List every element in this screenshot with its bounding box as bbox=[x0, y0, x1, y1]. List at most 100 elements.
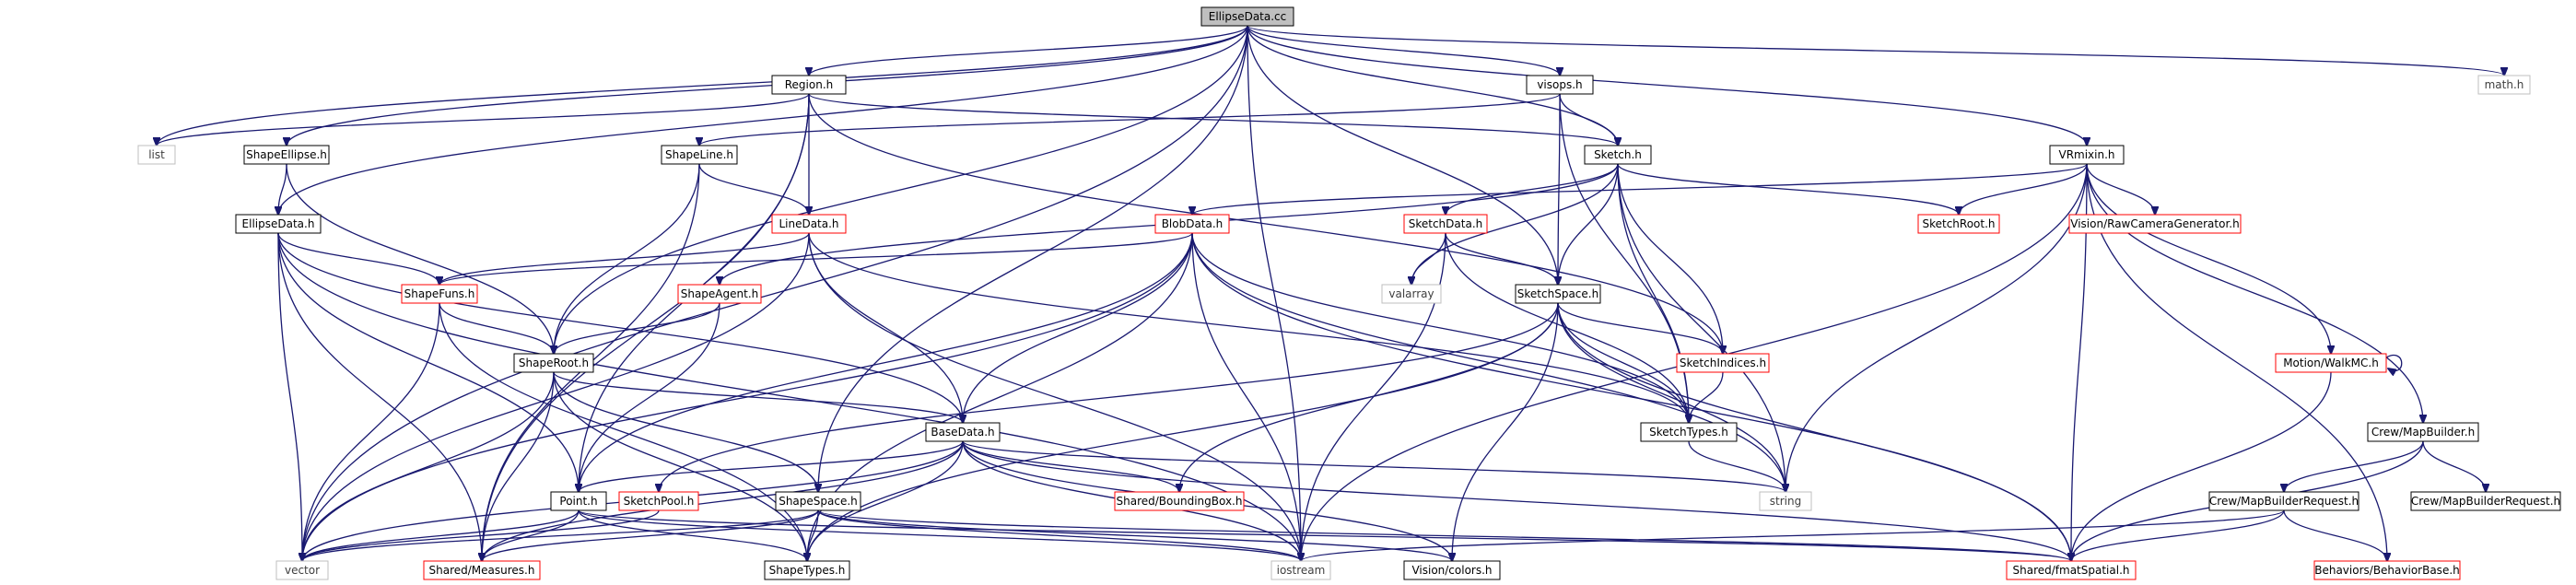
edge-sketchdata-h-to-sketchspace-h bbox=[1445, 232, 1558, 285]
node-box bbox=[423, 560, 541, 580]
node-shapeline-h[interactable]: ShapeLine.h bbox=[661, 145, 738, 165]
edge-vrmixin-h-to-crew-mapbuilder-h bbox=[2086, 163, 2423, 423]
edge-shapespace-h-to-shapetypes-h bbox=[807, 509, 819, 561]
node-label: iostream bbox=[1277, 564, 1326, 577]
edge-shapeagent-h-to-shaperoot-h bbox=[554, 302, 720, 354]
node-label: ShapeTypes.h bbox=[769, 564, 846, 577]
node-shapeagent-h[interactable]: ShapeAgent.h bbox=[677, 284, 762, 304]
node-label: Point.h bbox=[559, 495, 597, 508]
node-label: ShapeAgent.h bbox=[681, 287, 759, 300]
edge-blobdata-h-to-shapefuns-h bbox=[439, 232, 1193, 285]
edge-shapeagent-h-to-point-h bbox=[579, 302, 720, 492]
edge-vrmixin-h-to-string bbox=[1786, 163, 2088, 492]
node-iostream: iostream bbox=[1270, 560, 1331, 580]
node-sketchroot-h[interactable]: SketchRoot.h bbox=[1917, 214, 2000, 234]
edge-point-h-to-iostream bbox=[578, 509, 1301, 561]
node-visops-h[interactable]: visops.h bbox=[1526, 75, 1594, 95]
node-box bbox=[401, 284, 478, 304]
edge-sketchindices-h-to-sketchtypes-h bbox=[1689, 371, 1724, 423]
node-shapeellipse-h[interactable]: ShapeEllipse.h bbox=[243, 145, 330, 165]
node-box bbox=[1154, 214, 1230, 234]
edge-shaperoot-h-to-shapespace-h bbox=[553, 371, 818, 492]
node-sketchspace-h[interactable]: SketchSpace.h bbox=[1515, 284, 1601, 304]
node-box bbox=[764, 560, 850, 580]
edge-sketchdata-h-to-iostream bbox=[1301, 232, 1446, 561]
edge-visops-h-to-shapeline-h bbox=[699, 93, 1561, 146]
edge-basedata-h-to-shared-measures-h bbox=[482, 440, 964, 561]
node-box bbox=[243, 145, 330, 165]
node-vrmixin-h[interactable]: VRmixin.h bbox=[2049, 145, 2125, 165]
node-basedata-h[interactable]: BaseData.h bbox=[925, 422, 1001, 442]
edge-ellipsedata-cc-to-shaperoot-h bbox=[554, 25, 1248, 354]
node-shared-fmatspatial-h[interactable]: Shared/fmatSpatial.h bbox=[2006, 560, 2137, 580]
node-point-h[interactable]: Point.h bbox=[550, 491, 607, 511]
node-label: BaseData.h bbox=[931, 426, 994, 439]
node-box bbox=[235, 214, 322, 234]
node-box bbox=[513, 353, 594, 373]
node-label: SketchSpace.h bbox=[1517, 287, 1598, 300]
node-crew-mapbuilderrequest-h[interactable]: Crew/MapBuilderRequest.h bbox=[2208, 491, 2359, 511]
node-behaviors-behaviorbase-h[interactable]: Behaviors/BehaviorBase.h bbox=[2313, 560, 2461, 580]
node-sketchpool-h[interactable]: SketchPool.h bbox=[618, 491, 699, 511]
edge-sketchpool-h-to-vector bbox=[302, 509, 660, 561]
node-linedata-h[interactable]: LineData.h bbox=[771, 214, 847, 234]
node-vector: vector bbox=[275, 560, 329, 580]
node-crew-mapbuilderrequest-h[interactable]: Crew/MapBuilderRequest.h bbox=[2410, 491, 2561, 511]
edge-shaperoot-h-to-basedata-h bbox=[553, 371, 963, 423]
node-box bbox=[771, 214, 847, 234]
node-box bbox=[2367, 422, 2479, 442]
node-label: LineData.h bbox=[779, 217, 838, 230]
edge-linedata-h-to-iostream bbox=[808, 232, 1301, 561]
node-ellipsedata-h[interactable]: EllipseData.h bbox=[235, 214, 322, 234]
node-box bbox=[2068, 214, 2242, 234]
edge-blobdata-h-to-iostream bbox=[1191, 232, 1301, 561]
node-vision-colors-h[interactable]: Vision/colors.h bbox=[1403, 560, 1501, 580]
node-sketchdata-h[interactable]: SketchData.h bbox=[1403, 214, 1488, 234]
edge-shaperoot-h-to-shapetypes-h bbox=[553, 371, 807, 561]
edge-ellipsedata-h-to-basedata-h bbox=[277, 232, 963, 423]
node-label: vector bbox=[285, 564, 320, 577]
edge-vrmixin-h-to-behaviors-behaviorbase-h bbox=[2086, 163, 2387, 561]
edge-point-h-to-vector bbox=[302, 509, 580, 561]
node-label: Shared/BoundingBox.h bbox=[1117, 495, 1243, 508]
node-box bbox=[1917, 214, 2000, 234]
node-sketch-h[interactable]: Sketch.h bbox=[1584, 145, 1652, 165]
edge-sketchspace-h-to-sketchtypes-h bbox=[1557, 302, 1689, 423]
node-crew-mapbuilder-h[interactable]: Crew/MapBuilder.h bbox=[2367, 422, 2479, 442]
node-shapefuns-h[interactable]: ShapeFuns.h bbox=[401, 284, 478, 304]
node-box bbox=[2208, 491, 2359, 511]
node-box bbox=[1515, 284, 1601, 304]
node-blobdata-h[interactable]: BlobData.h bbox=[1154, 214, 1230, 234]
node-shared-measures-h[interactable]: Shared/Measures.h bbox=[423, 560, 541, 580]
edge-shapefuns-h-to-vector bbox=[302, 302, 440, 561]
edge-vrmixin-h-to-sketchroot-h bbox=[1959, 163, 2088, 215]
node-box bbox=[137, 145, 176, 165]
node-shaperoot-h[interactable]: ShapeRoot.h bbox=[513, 353, 594, 373]
edge-ellipsedata-cc-to-math-h bbox=[1247, 25, 2504, 76]
node-shapespace-h[interactable]: ShapeSpace.h bbox=[775, 491, 861, 511]
edge-layer bbox=[157, 25, 2504, 561]
node-sketchindices-h[interactable]: SketchIndices.h bbox=[1676, 353, 1770, 373]
node-ellipsedata-cc[interactable]: EllipseData.cc bbox=[1200, 6, 1294, 27]
node-shapetypes-h[interactable]: ShapeTypes.h bbox=[764, 560, 850, 580]
edge-crew-mapbuilderrequest-h-to-behaviors-behaviorbase-h bbox=[2283, 509, 2387, 561]
node-box bbox=[1381, 284, 1442, 304]
edge-ellipsedata-cc-to-vector bbox=[302, 25, 1248, 561]
node-box bbox=[1200, 6, 1294, 27]
edge-visops-h-to-sketchspace-h bbox=[1558, 93, 1560, 285]
node-label: Region.h bbox=[785, 78, 834, 91]
edge-shapespace-h-to-shared-fmatspatial-h bbox=[817, 509, 2071, 561]
node-shared-boundingbox-h[interactable]: Shared/BoundingBox.h bbox=[1114, 491, 1245, 511]
node-label: Crew/MapBuilderRequest.h bbox=[2411, 495, 2560, 508]
edge-ellipsedata-cc-to-list bbox=[157, 25, 1248, 146]
edge-ellipsedata-cc-to-region-h bbox=[809, 25, 1248, 76]
node-sketchtypes-h[interactable]: SketchTypes.h bbox=[1640, 422, 1738, 442]
node-label: visops.h bbox=[1537, 78, 1582, 91]
edge-ellipsedata-h-to-iostream bbox=[277, 232, 1301, 561]
node-box bbox=[1270, 560, 1331, 580]
edge-shapespace-h-to-vector bbox=[302, 509, 819, 561]
node-vision-rawcameragenerator-h[interactable]: Vision/RawCameraGenerator.h bbox=[2068, 214, 2242, 234]
node-motion-walkmc-h[interactable]: Motion/WalkMC.h bbox=[2275, 353, 2387, 373]
node-region-h[interactable]: Region.h bbox=[771, 75, 847, 95]
node-label: Crew/MapBuilder.h bbox=[2371, 426, 2475, 439]
